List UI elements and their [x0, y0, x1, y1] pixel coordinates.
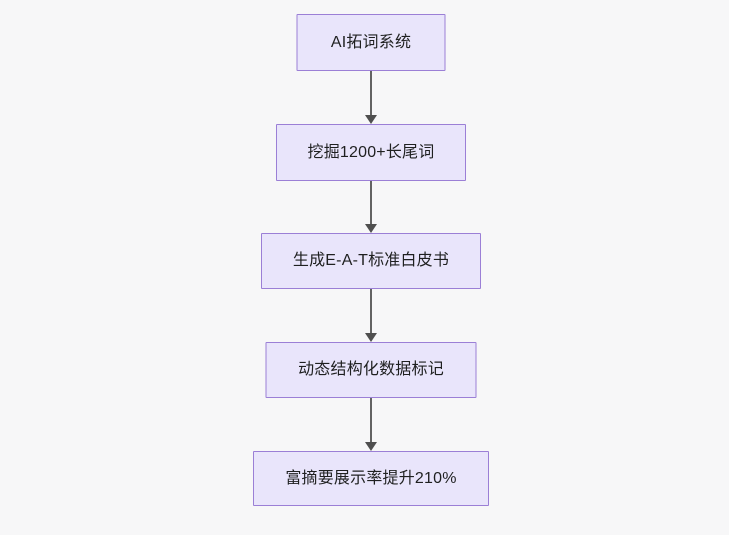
flow-edge: [364, 71, 378, 124]
flow-edge: [364, 398, 378, 451]
flow-node-ai-keyword-system[interactable]: AI拓词系统: [296, 14, 446, 71]
arrowhead-icon: [365, 442, 377, 451]
arrowhead-icon: [365, 224, 377, 233]
flow-node-generate-eat-whitepaper[interactable]: 生成E-A-T标准白皮书: [261, 233, 481, 289]
edge-line: [370, 289, 372, 335]
flow-node-label: 动态结构化数据标记: [298, 361, 444, 378]
flow-node-label: 挖掘1200+长尾词: [307, 143, 435, 161]
flow-node-label: 富摘要展示率提升210%: [285, 469, 457, 487]
flow-node-label: 生成E-A-T标准白皮书: [292, 252, 450, 269]
flow-node-mine-longtail-keywords[interactable]: 挖掘1200+长尾词: [276, 124, 466, 181]
arrowhead-icon: [365, 333, 377, 342]
flow-node-rich-snippet-rate-increase[interactable]: 富摘要展示率提升210%: [253, 451, 489, 506]
edge-line: [370, 71, 372, 117]
flow-node-dynamic-structured-data-markup[interactable]: 动态结构化数据标记: [265, 342, 477, 398]
edge-line: [370, 398, 372, 444]
flow-node-label: AI拓词系统: [330, 33, 412, 51]
arrowhead-icon: [365, 115, 377, 124]
flow-edge: [364, 289, 378, 342]
edge-line: [370, 181, 372, 226]
flow-edge: [364, 181, 378, 233]
